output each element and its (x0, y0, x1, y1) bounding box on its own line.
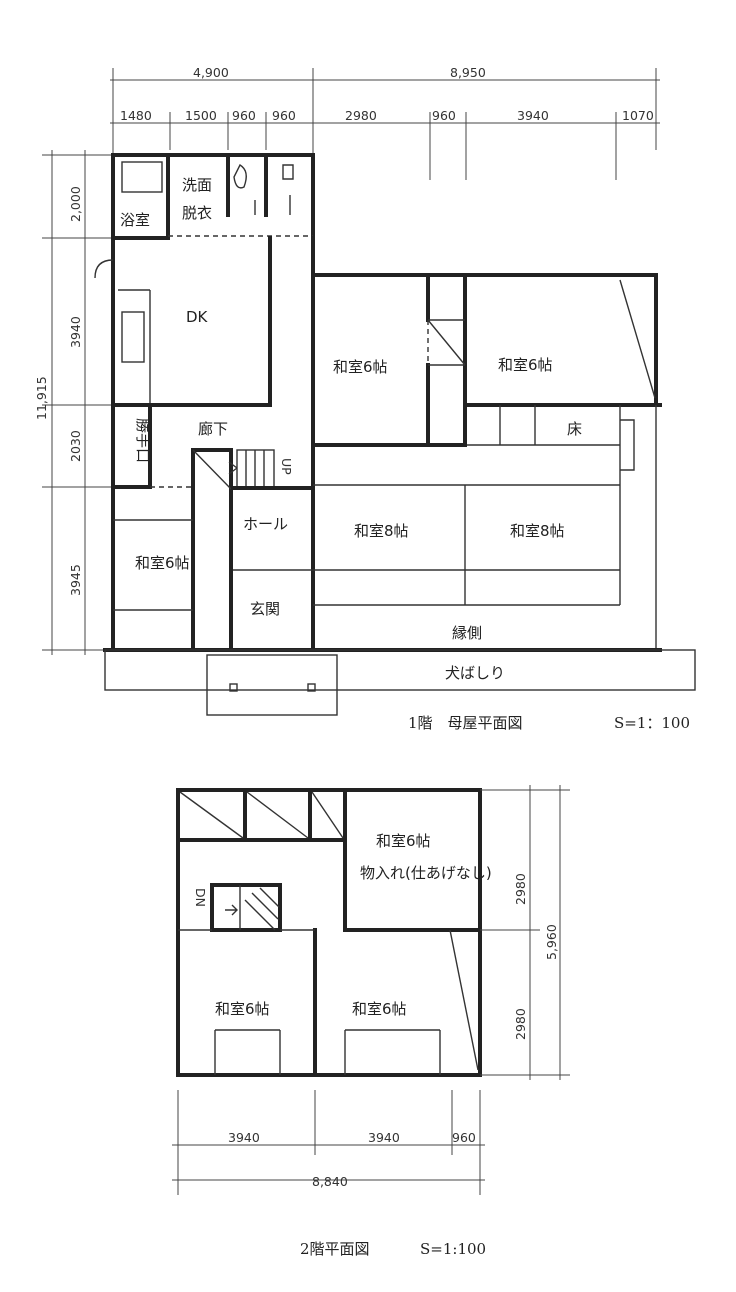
label-stair-up: UP (279, 458, 294, 475)
dim-left-2030: 2030 (68, 430, 83, 462)
floor2-caption: 2階平面図 (300, 1240, 370, 1258)
dim2-right-2980b: 2980 (513, 1008, 528, 1040)
dim2-bottom-3940a: 3940 (228, 1130, 260, 1145)
dim-top-total-8950: 8,950 (450, 65, 486, 80)
label-washroom: 洗面 (182, 176, 212, 194)
dim-top-total-4900: 4,900 (193, 65, 229, 80)
label2-washitsu-6-a: 和室6帖 (215, 1000, 270, 1018)
label2-stair-dn: DN (193, 888, 208, 907)
dim-top-1500: 1500 (185, 108, 217, 123)
dim-left-3945: 3945 (68, 564, 83, 596)
label-bath: 浴室 (120, 211, 150, 229)
label-kitchen-door: 勝手口 (134, 418, 152, 463)
dim-left-3940: 3940 (68, 316, 83, 348)
label-inubashiri: 犬ばしり (445, 664, 505, 682)
floor1-scale: S=1：100 (614, 714, 690, 732)
floor1-labels: 浴室 洗面 脱衣 DK 廊下 勝手口 UP ホール 玄関 和室6帖 和室6帖 和… (120, 176, 690, 732)
floor1-walls (94, 153, 696, 716)
floor2-labels: 和室6帖 物入れ(仕あげなし) DN 和室6帖 和室6帖 2階平面図 S=1:1… (193, 832, 492, 1258)
label2-storage-note: 物入れ(仕あげなし) (360, 864, 492, 882)
dim-top-960c: 960 (432, 108, 456, 123)
label-washitsu-8-a: 和室8帖 (354, 522, 409, 540)
dim-top-2980: 2980 (345, 108, 377, 123)
label-washitsu-6-left: 和室6帖 (135, 554, 190, 572)
label-corridor: 廊下 (198, 420, 228, 438)
dim-top-1480: 1480 (120, 108, 152, 123)
dim-left-2000: 2,000 (68, 186, 83, 222)
label-washitsu-6-a: 和室6帖 (333, 358, 388, 376)
dim2-bottom-960: 960 (452, 1130, 476, 1145)
floor2-scale: S=1:100 (420, 1240, 486, 1258)
dim-top-3940: 3940 (517, 108, 549, 123)
label-engawa: 縁側 (452, 624, 482, 642)
floor2-walls (176, 788, 482, 1077)
dim2-right-2980a: 2980 (513, 873, 528, 905)
label2-washitsu-6-b: 和室6帖 (352, 1000, 407, 1018)
label2-washitsu-6-storage: 和室6帖 (376, 832, 431, 850)
dim2-bottom-3940b: 3940 (368, 1130, 400, 1145)
floor1-dimensions: 4,900 8,950 1480 1500 960 960 2980 960 3… (34, 65, 660, 655)
dim-top-960b: 960 (272, 108, 296, 123)
label-washitsu-6-b: 和室6帖 (498, 356, 553, 374)
label-tokonoma: 床 (567, 420, 582, 438)
label-hall: ホール (243, 515, 288, 533)
dim2-right-total: 5,960 (544, 924, 559, 960)
label-entrance: 玄関 (250, 600, 280, 618)
dim-left-total-11915: 11,915 (34, 376, 49, 420)
dim2-bottom-total: 8,840 (312, 1174, 348, 1189)
label-dk: DK (186, 308, 209, 326)
label-dressing: 脱衣 (182, 204, 212, 222)
label-washitsu-8-b: 和室8帖 (510, 522, 565, 540)
floor1-caption: 1階 母屋平面図 (408, 714, 523, 732)
floor2-dimensions: 2980 2980 5,960 3940 3940 960 8,840 (172, 785, 570, 1195)
dim-top-1070: 1070 (622, 108, 654, 123)
dim-top-960a: 960 (232, 108, 256, 123)
